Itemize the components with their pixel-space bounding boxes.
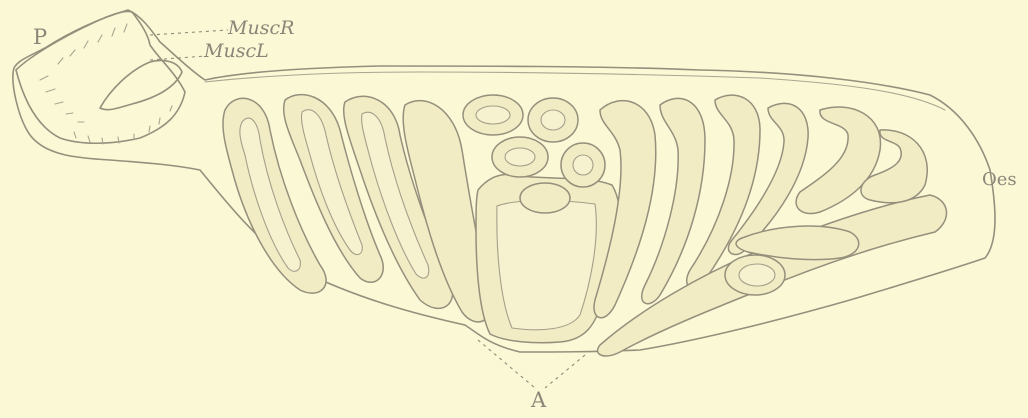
label-a: A: [531, 390, 546, 411]
label-musc-r: MuscR: [228, 19, 294, 38]
central-column-inner: [497, 201, 596, 330]
label-oes: Oes: [982, 171, 1017, 189]
pharynx-inner: [100, 60, 182, 109]
cyst-5: [520, 183, 570, 213]
muscle-striations: [40, 24, 172, 144]
musc-r-leader: [150, 30, 228, 35]
cyst-4-inner: [573, 155, 593, 175]
folded-lobes: [223, 95, 947, 356]
label-p: P: [33, 27, 47, 48]
a-leader-left: [478, 340, 535, 388]
label-musc-l: MuscL: [204, 42, 269, 61]
cyst-right-low-inner: [739, 264, 775, 286]
cyst-3-inner: [505, 148, 535, 166]
a-leader-right: [545, 355, 585, 388]
cyst-1-inner: [476, 106, 510, 124]
cyst-2-inner: [541, 110, 565, 130]
